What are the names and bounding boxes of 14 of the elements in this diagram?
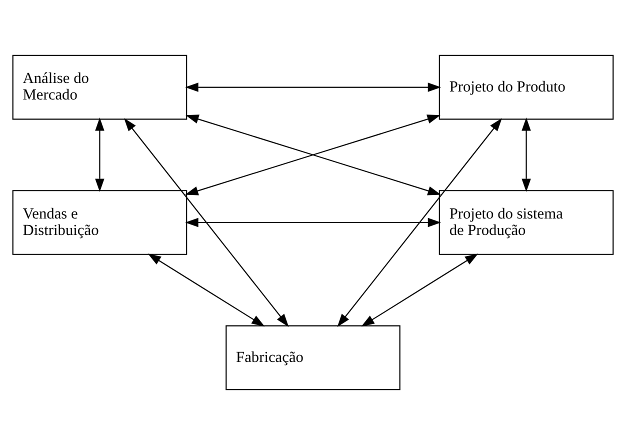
node-box: Projeto do sistema de Produção: [438, 190, 614, 254]
arrow: [95, 117, 104, 192]
arrow: [185, 217, 442, 227]
node-box: Projeto do Produto: [438, 54, 614, 120]
node-box: Análise do Mercado: [12, 54, 188, 120]
arrow: [185, 82, 442, 92]
arrow: [361, 253, 478, 326]
node-box: Vendas e Distribuição: [12, 190, 188, 254]
node-box: Fabricação: [226, 324, 400, 390]
arrow: [185, 114, 441, 195]
arrow: [124, 118, 289, 326]
arrow: [522, 117, 531, 192]
arrow: [148, 253, 265, 326]
arrow: [337, 118, 502, 326]
